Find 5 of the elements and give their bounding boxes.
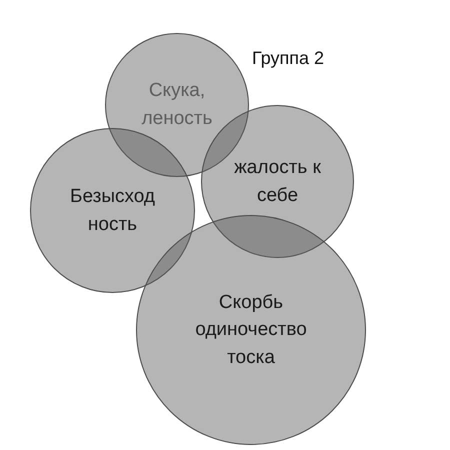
circle-label: Скука, леность bbox=[140, 79, 214, 131]
circle-label: жалость к себе bbox=[233, 156, 322, 208]
circle-label: Безысход ность bbox=[68, 184, 156, 236]
circle-label: Скорбь одиночество тоска bbox=[194, 290, 308, 370]
group-label: Группа 2 bbox=[252, 48, 324, 69]
